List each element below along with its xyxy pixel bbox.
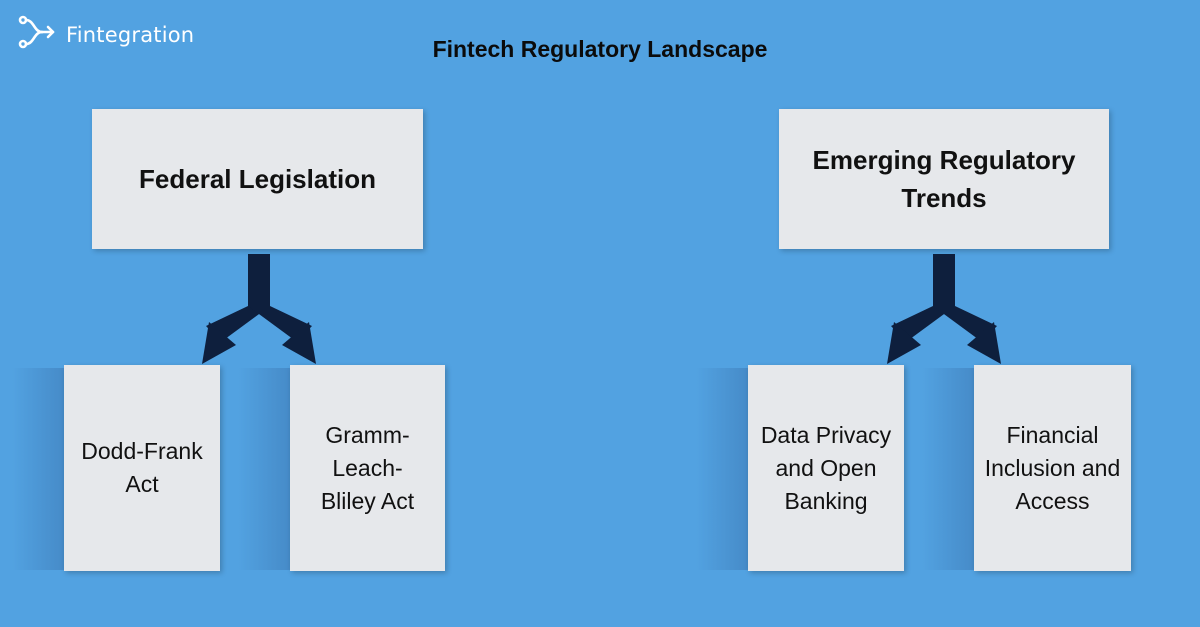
group-heading-box: Federal Legislation bbox=[92, 109, 423, 249]
branch-arrow-icon bbox=[887, 254, 1001, 364]
item-label: Data Privacy and Open Banking bbox=[760, 421, 892, 514]
brand-name: Fintegration bbox=[66, 22, 195, 47]
item-box: Gramm-Leach-Bliley Act bbox=[290, 365, 445, 571]
box-shadow bbox=[238, 368, 290, 570]
group-heading: Federal Legislation bbox=[139, 164, 376, 194]
item-box: Dodd-Frank Act bbox=[64, 365, 220, 571]
item-label: Financial Inclusion and Access bbox=[984, 421, 1121, 514]
group-heading: Emerging Regulatory Trends bbox=[812, 145, 1076, 213]
group-heading-box: Emerging Regulatory Trends bbox=[779, 109, 1109, 249]
brand-logo: Fintegration bbox=[18, 14, 194, 55]
item-label: Gramm-Leach-Bliley Act bbox=[320, 421, 415, 514]
item-box: Data Privacy and Open Banking bbox=[748, 365, 904, 571]
branch-arrow-icon bbox=[202, 254, 316, 364]
page-title: Fintech Regulatory Landscape bbox=[432, 36, 768, 62]
item-label: Dodd-Frank Act bbox=[81, 438, 203, 497]
box-shadow bbox=[12, 368, 64, 570]
branch-arrow-icon bbox=[18, 14, 56, 55]
box-shadow bbox=[696, 368, 748, 570]
item-box: Financial Inclusion and Access bbox=[974, 365, 1131, 571]
box-shadow bbox=[922, 368, 974, 570]
